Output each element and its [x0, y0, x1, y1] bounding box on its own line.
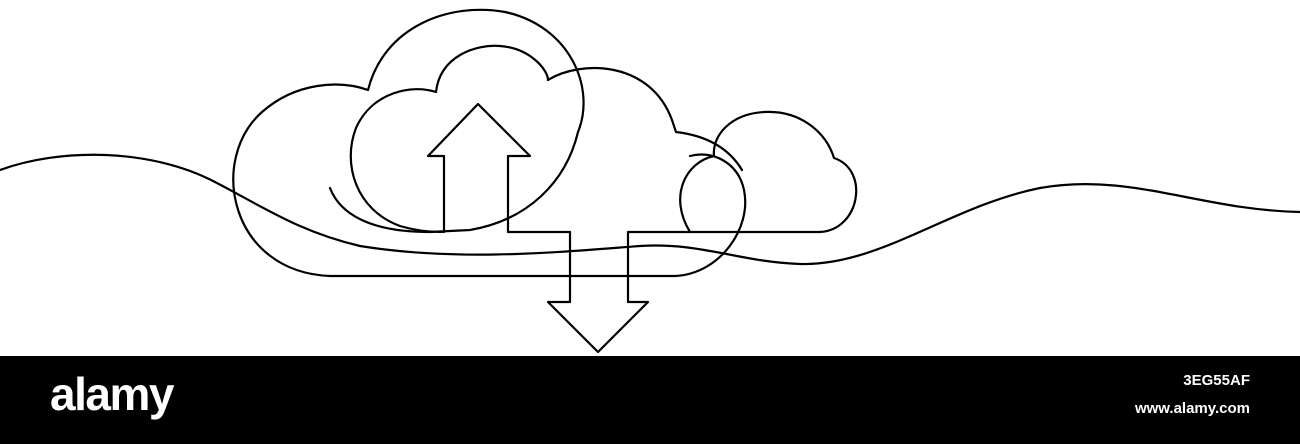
middle-cloud-icon	[349, 44, 550, 234]
right-cloud-lobe	[546, 66, 744, 172]
line-art-illustration	[0, 8, 1300, 354]
alamy-logo: alamy	[50, 368, 174, 420]
watermark-footer-bar: alamy 3EG55AF www.alamy.com	[0, 356, 1300, 444]
image-id-label: 3EG55AF	[1183, 372, 1250, 389]
download-arrow-icon	[546, 230, 692, 354]
site-url-label: www.alamy.com	[1134, 400, 1250, 417]
cloud-baseline	[328, 153, 747, 278]
large-cloud-icon	[232, 8, 585, 278]
upload-arrow-icon	[426, 102, 572, 234]
small-cloud-icon	[679, 110, 858, 234]
wave-line	[0, 153, 1300, 266]
